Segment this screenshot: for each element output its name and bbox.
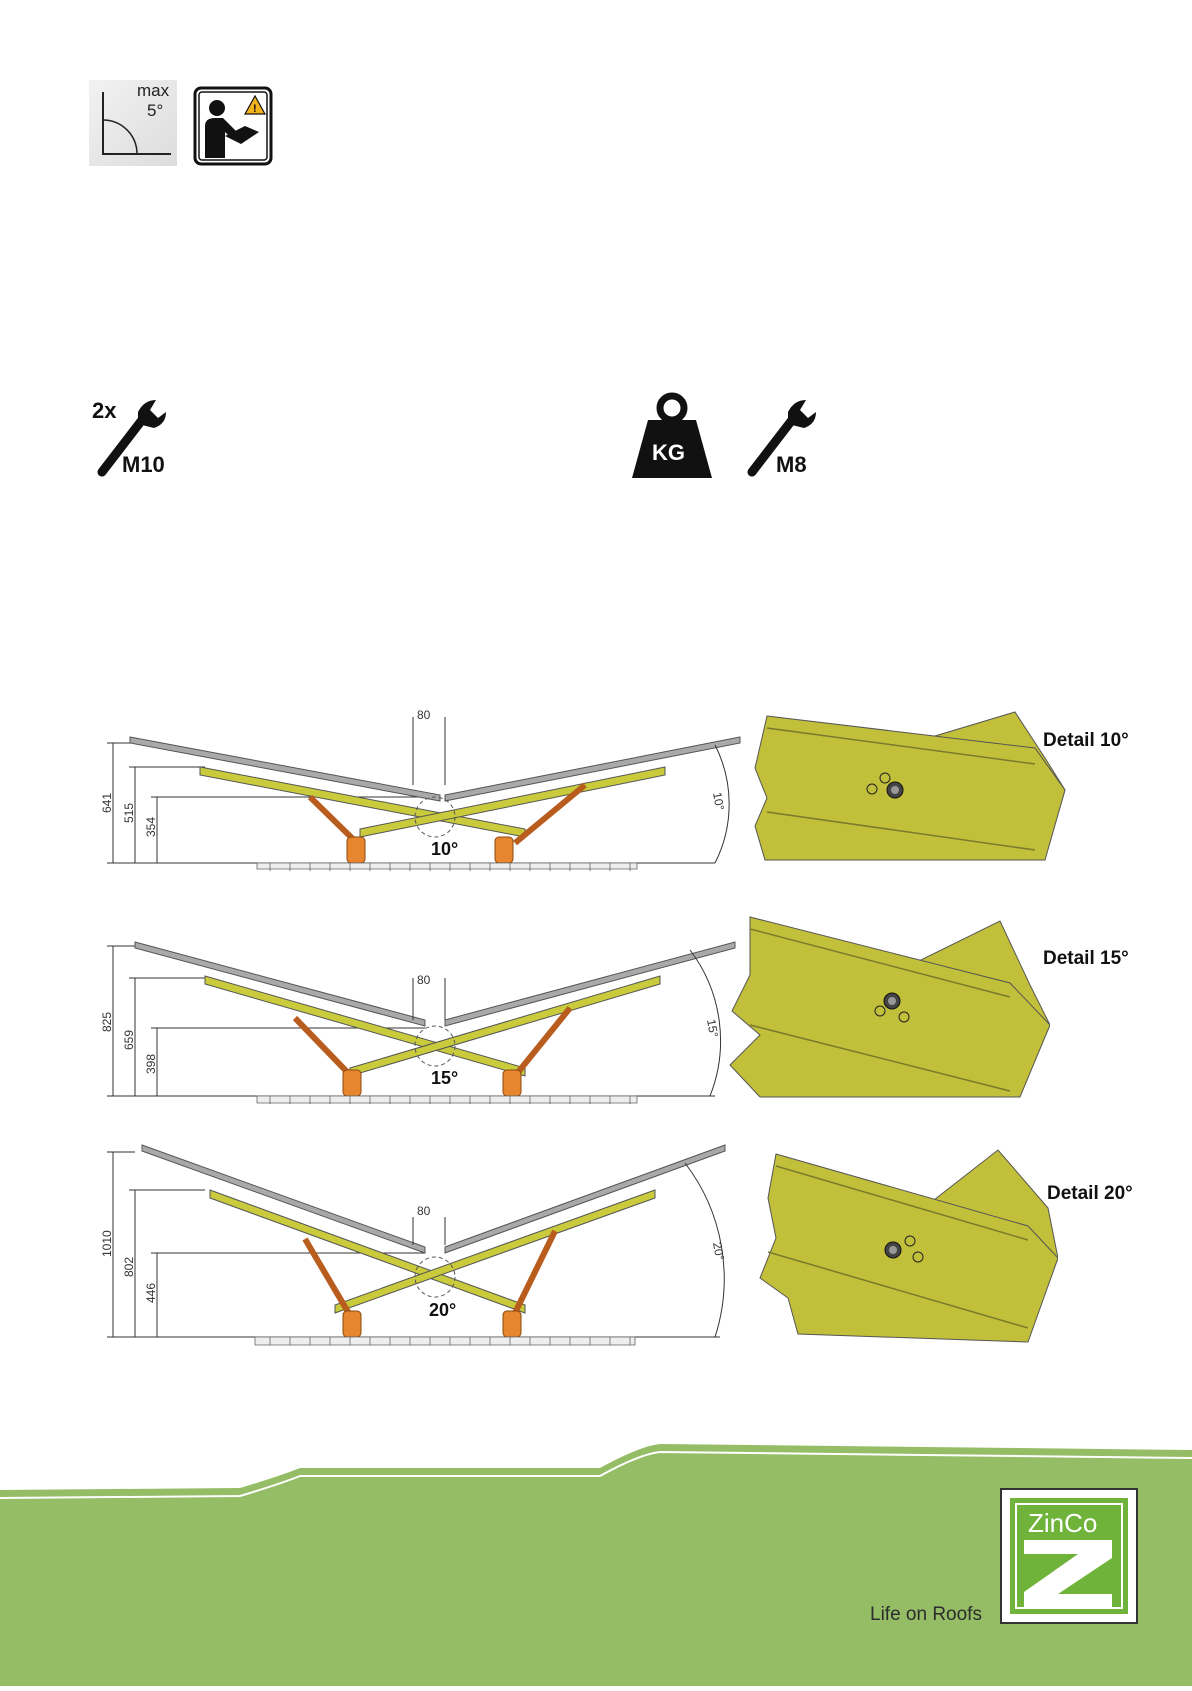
dim-gap-20: 80	[417, 1204, 431, 1218]
dim-total-15: 825	[100, 1012, 114, 1032]
detail-20	[758, 1148, 1058, 1344]
svg-text:Detail 20°: Detail 20°	[1047, 1183, 1133, 1204]
detail-15	[720, 915, 1050, 1100]
weight-label: KG	[652, 440, 685, 465]
dim-mid-10: 515	[122, 803, 136, 823]
wrench-icon: M8	[740, 398, 830, 478]
wrench-m10-label: M10	[122, 452, 165, 477]
wrench-m8-group: M8	[740, 398, 830, 478]
dim-low-15: 398	[144, 1054, 158, 1074]
angle-label-10: 10°	[431, 839, 458, 859]
svg-text:Life on Roofs: Life on Roofs	[870, 1604, 982, 1625]
wrench-icon: 2x M10	[90, 398, 180, 478]
dim-total-10: 641	[100, 793, 114, 813]
dim-total-20: 1010	[100, 1230, 114, 1257]
read-manual-warning-icon: !	[193, 86, 273, 166]
mounting-diagram-20: 1010 802 446 80 20° 20°	[95, 1135, 755, 1350]
slope-value-label: 5°	[147, 101, 163, 120]
angle-label-20: 20°	[429, 1300, 456, 1320]
tagline: Life on Roofs	[870, 1600, 1010, 1626]
dim-gap-15: 80	[417, 973, 431, 987]
mounting-diagram-15: 825 659 398 80 15° 15°	[95, 928, 755, 1108]
zinco-logo: ZinCo	[1000, 1488, 1138, 1624]
detail-label-15: Detail 15°	[1043, 945, 1163, 969]
detail-label-10: Detail 10°	[1043, 727, 1163, 751]
slope-max-label: max	[137, 81, 170, 100]
dim-gap-10: 80	[417, 708, 431, 722]
dim-arc-20: 20°	[710, 1241, 727, 1262]
angle-label-15: 15°	[431, 1068, 458, 1088]
dim-mid-15: 659	[122, 1030, 136, 1050]
svg-text:Detail 10°: Detail 10°	[1043, 730, 1129, 751]
wrench-m10-group: 2x M10	[90, 398, 180, 478]
dim-arc-10: 10°	[710, 791, 727, 812]
svg-text:!: !	[253, 103, 257, 115]
slope-icon-box: max 5°	[89, 80, 177, 166]
dim-mid-20: 802	[122, 1257, 136, 1277]
detail-label-20: Detail 20°	[1047, 1180, 1167, 1204]
dim-low-20: 446	[144, 1283, 158, 1303]
mounting-diagram-10: 641 515 354 80 10° 10°	[95, 705, 755, 875]
roof-slope-icon: max 5°	[89, 80, 177, 166]
wrench-count-label: 2x	[92, 398, 117, 423]
weight-icon: KG	[630, 392, 716, 480]
logo-brand: ZinCo	[1028, 1508, 1097, 1538]
wrench-m8-label: M8	[776, 452, 807, 477]
dim-arc-15: 15°	[704, 1018, 721, 1039]
dim-low-10: 354	[144, 817, 158, 837]
svg-text:Detail 15°: Detail 15°	[1043, 948, 1129, 969]
